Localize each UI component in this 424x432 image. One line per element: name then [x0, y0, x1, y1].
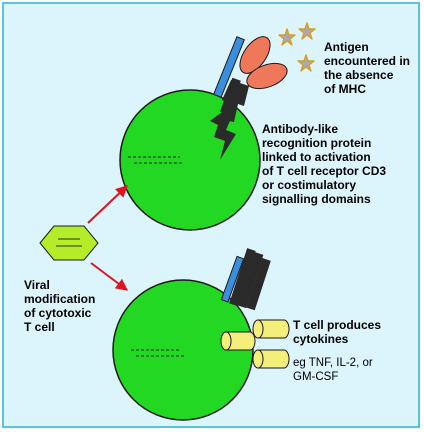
cd3-chains-bottom [229, 248, 271, 311]
antibody-arm-right [246, 62, 288, 90]
tcr-blue-top [213, 36, 245, 98]
viral-modification-label: Viral modification of cytotoxic T cell [24, 278, 96, 334]
antigen-label: Antigen encountered in the absence of MH… [324, 40, 411, 96]
nucleus-lines-bottom [131, 349, 186, 357]
nucleus-lines-top [128, 156, 184, 164]
tcr-blue-bottom [220, 255, 245, 303]
arrow-to-bottom-cell [90, 262, 128, 291]
car-signalling-zigzag [210, 112, 236, 160]
arrow-to-top-cell [87, 185, 128, 224]
antibody-arm-left [239, 36, 271, 74]
antigen-star-icon [278, 22, 316, 72]
car-stalk-top [222, 80, 249, 122]
viral-vector-hexagon-icon [39, 225, 99, 261]
t-cell-top [119, 89, 261, 231]
cytokines-label: T cell produces cytokines [293, 318, 382, 346]
t-cell-bottom [112, 279, 254, 421]
receptor-label: Antibody-like recognition protein linked… [262, 122, 387, 206]
vector-lines [56, 238, 82, 247]
cytokine-icon [220, 319, 290, 369]
cytokine-examples-label: eg TNF, IL-2, or GM-CSF [293, 357, 373, 383]
